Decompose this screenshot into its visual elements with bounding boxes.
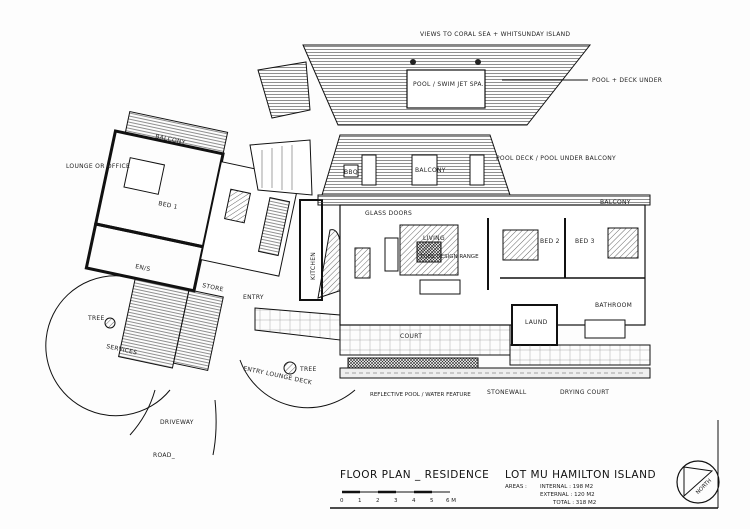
sheet-border [330,420,719,509]
tree-left-label: TREE [87,315,105,322]
stonewall-label: STONEWALL [487,389,527,396]
bed1-label: BED 1 [158,200,179,211]
lounge-office-label: LOUNGE OR OFFICE [66,163,130,170]
laund-label: LAUND [525,319,548,326]
bathroom-label: BATHROOM [595,302,632,309]
scale-tick: 1 [358,498,362,504]
pool-deck-under-balcony-label: POOL DECK / POOL UNDER BALCONY [496,155,616,162]
reflective-pool-label: REFLECTIVE POOL / WATER FEATURE [370,392,471,398]
tree-canopy-left [45,275,171,417]
pool-deck [302,44,592,126]
drawing-title: FLOOR PLAN _ RESIDENCE [340,469,489,481]
store-label: STORE [202,282,225,293]
reflective-pool [347,357,479,369]
pool-deck-under-label: POOL + DECK UNDER [592,77,662,84]
area-total: TOTAL : 318 M2 [552,500,596,506]
bed2-label: BED 2 [540,238,560,245]
glass-doors-label: GLASS DOORS [365,210,412,217]
drying-court-label: DRYING COURT [560,389,609,396]
tree-canopy-right [239,359,356,409]
balcony-center-label: BALCONY [415,167,446,174]
pool [406,69,486,109]
north-label: NORTH [695,478,713,496]
tree-right-label: TREE [299,366,317,373]
kitchen [299,199,343,301]
main-balcony [321,134,511,196]
scale-tick: 6 M [446,498,456,504]
scale-bar: 0 1 2 3 4 5 6 M [340,490,456,504]
entry-label: ENTRY [243,294,264,301]
lot-title: LOT MU HAMILTON ISLAND [505,469,656,481]
bed3-label: BED 3 [575,238,595,245]
kitchen-label: KITCHEN [310,252,317,280]
areas-label: AREAS : [505,484,527,490]
title-block: FLOOR PLAN _ RESIDENCE LOT MU HAMILTON I… [340,460,720,506]
area-external: EXTERNAL : 120 M2 [540,492,595,498]
area-internal: INTERNAL : 198 M2 [540,484,593,490]
north-arrow-icon: NORTH [676,460,720,504]
bbq-label: BBQ [344,169,358,176]
views-note: VIEWS TO CORAL SEA + WHITSUNDAY ISLAND [420,31,570,38]
road-label: ROAD_ [153,452,176,459]
main-house [317,194,651,346]
scale-tick: 5 [430,498,434,504]
court-label: COURT [400,333,422,340]
balcony-right-label: BALCONY [600,199,631,206]
fireplace-label: TUBE DESIGN RANGE [419,254,479,260]
living-label: LIVING [423,235,445,242]
scale-tick: 2 [376,498,380,504]
scale-tick: 3 [394,498,398,504]
scale-tick: 4 [412,498,416,504]
external-stair [257,61,311,119]
pool-label: POOL / SWIM JET SPA. [413,81,484,88]
driveway-label: DRIVEWAY [160,419,194,426]
court [339,324,651,379]
scale-tick: 0 [340,498,344,504]
ensuite-label: EN/S [135,263,151,273]
stair-hall [249,139,313,196]
